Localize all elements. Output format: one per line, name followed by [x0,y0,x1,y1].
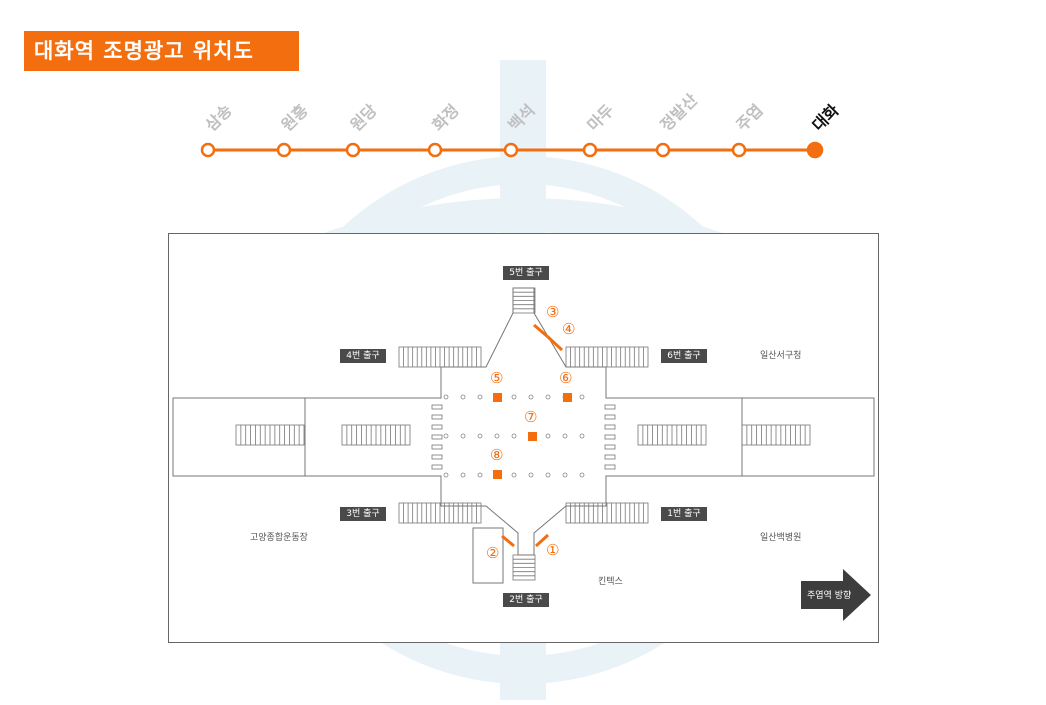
station-dot-6 [655,142,671,158]
floor-plan-drawing [168,233,879,643]
station-dot-2 [345,142,361,158]
exit-5-label: 5번 출구 [503,266,549,280]
direction-arrow: 주엽역 방향 [801,576,873,616]
station-name-0: 삼송 [201,100,235,134]
station-name-2: 원당 [346,100,380,134]
ad-marker-3: ③ [546,303,560,321]
station-dot-4 [503,142,519,158]
station-dot-0 [200,142,216,158]
ad-marker-5: ⑤ [490,369,504,387]
exit-3-label: 3번 출구 [340,507,386,521]
station-name-5: 마두 [583,100,617,134]
ad-marker-2: ② [486,544,500,562]
station-dot-8 [806,141,824,159]
exit-1-label: 1번 출구 [661,507,707,521]
station-name-1: 원흥 [277,100,311,134]
station-dot-5 [582,142,598,158]
exit-6-label: 6번 출구 [661,349,707,363]
direction-label: 주엽역 방향 [807,591,852,601]
ad-marker-1: ① [546,541,560,559]
exit-2-label: 2번 출구 [503,593,549,607]
ad-marker-6: ⑥ [559,369,573,387]
page-title: 대화역 조명광고 위치도 [24,31,299,71]
station-dot-1 [276,142,292,158]
ilsan-paik-hospital-label: 일산백병원 [760,533,802,543]
ilsan-seogu-office-label: 일산서구청 [760,351,802,361]
station-dot-7 [731,142,747,158]
ad-marker-8: ⑧ [490,446,504,464]
exit-4-label: 4번 출구 [340,349,386,363]
goyang-stadium-label: 고양종합운동장 [250,533,308,543]
line-map: 삼송 원흥 원당 화정 백석 마두 정발산 주엽 대화 [200,90,843,159]
ad-marker-4: ④ [562,320,576,338]
station-floor-map: 5번 출구 4번 출구 6번 출구 3번 출구 1번 출구 2번 출구 일산서구… [168,233,879,643]
station-dot-3 [427,142,443,158]
kintex-label: 킨텍스 [598,577,623,587]
station-name-6: 정발산 [656,90,701,135]
station-name-4: 백석 [504,101,538,135]
ad-marker-7: ⑦ [524,408,538,426]
station-name-7: 주엽 [732,101,766,135]
station-name-3: 화정 [428,101,462,135]
station-name-8: 대화 [808,100,842,134]
